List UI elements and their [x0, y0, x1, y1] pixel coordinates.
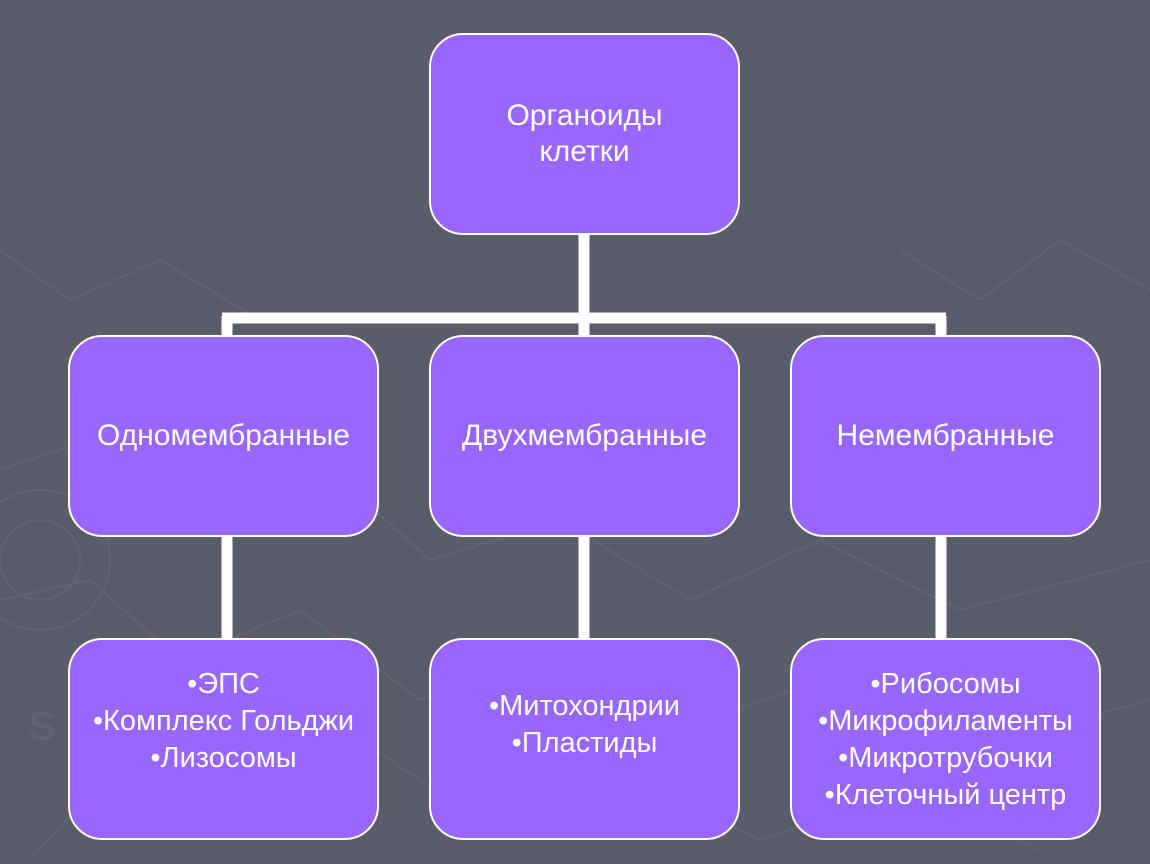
category-node-single-membrane: Одномембранные: [68, 335, 379, 537]
organelle-list: •Рибосомы •Микрофиламенты •Микротрубочки…: [818, 666, 1073, 814]
organelle-list: •Митохондрии •Пластиды: [489, 688, 680, 762]
category-label: Немембранные: [836, 419, 1055, 452]
organelle-item: •ЭПС: [187, 668, 260, 700]
category-label: Одномембранные: [97, 419, 350, 452]
organelle-item: •Рибосомы: [870, 668, 1021, 700]
root-node: Органоиды клетки: [429, 33, 740, 235]
organelle-item: •Комплекс Гольджи: [92, 705, 355, 737]
root-label: Органоиды клетки: [506, 99, 663, 168]
organelle-item: •Пластиды: [511, 727, 658, 759]
organelle-item: •Клеточный центр: [824, 779, 1067, 811]
compass-s-mark: S: [28, 702, 56, 749]
category-label: Двухмембранные: [461, 419, 708, 452]
organelle-item: •Микротрубочки: [838, 742, 1053, 774]
organelle-list: •ЭПС •Комплекс Гольджи •Лизосомы: [93, 666, 354, 777]
category-node-non-membrane: Немембранные: [790, 335, 1101, 537]
category-node-double-membrane: Двухмембранные: [429, 335, 740, 537]
leaf-node-non-membrane: •Рибосомы •Микрофиламенты •Микротрубочки…: [790, 638, 1101, 840]
leaf-node-double-membrane: •Митохондрии •Пластиды: [429, 638, 740, 840]
organelle-item: •Лизосомы: [150, 742, 297, 774]
organelle-item: •Микрофиламенты: [818, 705, 1073, 737]
leaf-node-single-membrane: •ЭПС •Комплекс Гольджи •Лизосомы: [68, 638, 379, 840]
organelle-item: •Митохондрии: [488, 690, 681, 722]
